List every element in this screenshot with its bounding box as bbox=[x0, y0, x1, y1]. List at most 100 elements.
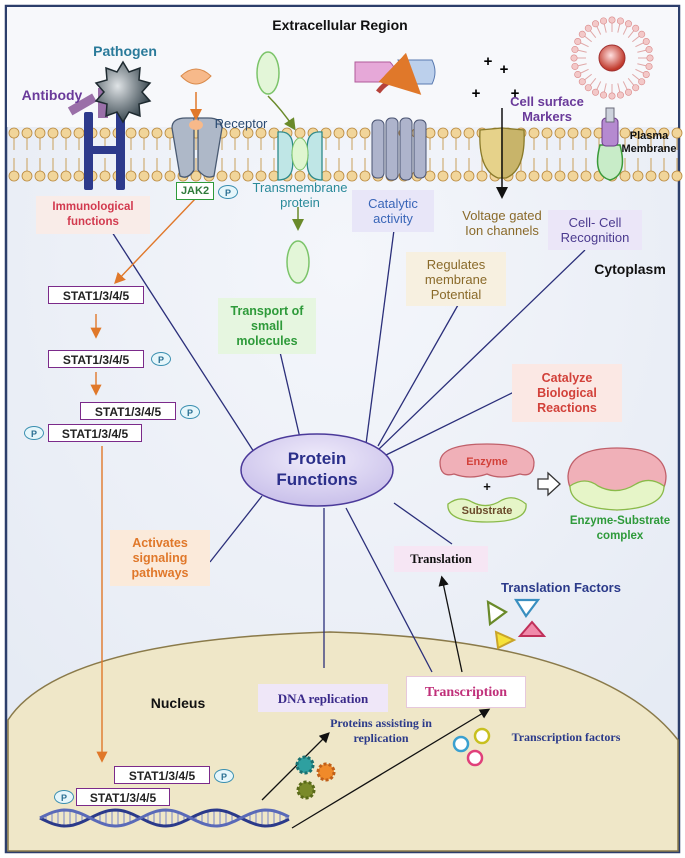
transport-line3: molecules bbox=[236, 333, 298, 348]
charge-plus-2: + bbox=[499, 61, 509, 78]
cell-surface-marker-icon bbox=[596, 107, 624, 181]
receptor-icon bbox=[171, 117, 223, 178]
plasma-line2: Membrane bbox=[621, 143, 677, 155]
center-line2: Functions bbox=[276, 470, 358, 489]
transport-line1: Transport of bbox=[230, 303, 304, 318]
activates-line1: Activates bbox=[132, 535, 188, 550]
translation-factors-label: Translation Factors bbox=[501, 580, 621, 595]
transport-molecule-icon bbox=[256, 51, 280, 95]
regulates-membrane-potential-box: Regulates membrane Potential bbox=[406, 252, 506, 306]
ligand-icon bbox=[180, 68, 212, 85]
complex-substrate-part bbox=[569, 479, 665, 511]
cell-cell-recognition-box: Cell- Cell Recognition bbox=[548, 210, 642, 250]
replication-protein-icons bbox=[295, 755, 336, 800]
cell-surface-line1: Cell surface bbox=[510, 94, 584, 109]
stat-phosphate-3a: P bbox=[180, 405, 200, 419]
immunological-line2: functions bbox=[67, 216, 119, 228]
catalyze-reactions-box: Catalyze Biological Reactions bbox=[512, 364, 622, 422]
antibody-receptor bbox=[84, 112, 125, 190]
dna-replication-box: DNA replication bbox=[258, 684, 388, 712]
plasma-line1: Plasma bbox=[629, 130, 669, 142]
catalytic-line2: activity bbox=[373, 211, 413, 226]
regulates-line2: membrane bbox=[424, 271, 488, 287]
ion-channels-label: Voltage gated Ion channels bbox=[448, 208, 556, 238]
complex-line1: Enzyme-Substrate bbox=[569, 515, 671, 527]
plasma-membrane-label: Plasma Membrane bbox=[620, 130, 678, 156]
transported-molecule-icon bbox=[286, 240, 310, 284]
stat-box-3a: STAT1/3/4/5 bbox=[80, 402, 176, 420]
ion-channel-icon bbox=[479, 127, 525, 179]
dna-replication-label: DNA replication bbox=[277, 690, 369, 706]
replication-line2: replication bbox=[353, 731, 409, 745]
catalytic-line1: Catalytic bbox=[368, 196, 418, 211]
jak2-label: JAK2 bbox=[180, 184, 210, 197]
jak-stat-arrows bbox=[90, 197, 197, 763]
activates-line3: pathways bbox=[131, 565, 189, 580]
transport-line2: small bbox=[251, 318, 283, 333]
immunological-line1: Immunological bbox=[52, 201, 134, 213]
protein-functions-node bbox=[240, 433, 394, 507]
catalyze-line2: Biological bbox=[537, 385, 597, 400]
substrate-label: Substrate bbox=[461, 505, 513, 517]
transcription-factor-icons bbox=[452, 727, 491, 767]
transport-box: Transport of small molecules bbox=[218, 298, 316, 354]
replication-proteins-label: Proteins assisting in replication bbox=[316, 716, 446, 746]
transmembrane-line1: Transmembrane bbox=[252, 180, 348, 195]
stat-box-2: STAT1/3/4/5 bbox=[48, 350, 144, 368]
stat-box-1: STAT1/3/4/5 bbox=[48, 286, 144, 304]
center-line1: Protein bbox=[287, 449, 347, 468]
transmembrane-label: Transmembrane protein bbox=[240, 180, 360, 210]
transmembrane-channel-icon bbox=[277, 131, 323, 181]
catalytic-activity-box: Catalytic activity bbox=[352, 190, 434, 232]
ion-line2: Ion channels bbox=[465, 223, 539, 238]
enzyme-substrate-complex-label: Enzyme-Substrate complex bbox=[560, 514, 680, 544]
regulates-line1: Regulates bbox=[426, 256, 486, 272]
stat-box-nuclear-1: STAT1/3/4/5 bbox=[114, 766, 210, 784]
catalyze-line1: Catalyze bbox=[541, 370, 593, 385]
regulates-line3: Potential bbox=[430, 286, 482, 302]
cell-surface-markers-label: Cell surface Markers bbox=[502, 94, 592, 124]
enzyme-icon bbox=[439, 443, 535, 478]
transmembrane-line2: protein bbox=[280, 195, 320, 210]
complex-line2: complex bbox=[596, 530, 644, 542]
catalytic-protein-icon bbox=[371, 117, 427, 181]
protein-functions-label: Protein Functions bbox=[250, 448, 384, 490]
function-connectors bbox=[111, 229, 586, 673]
cytoplasm-label: Cytoplasm bbox=[594, 261, 666, 277]
activates-line2: signaling bbox=[132, 550, 188, 565]
stat-box-nuclear-2: STAT1/3/4/5 bbox=[76, 788, 170, 806]
catalyze-line3: Reactions bbox=[537, 400, 597, 415]
transcription-box: Transcription bbox=[406, 676, 526, 708]
cell-cell-line1: Cell- Cell bbox=[568, 215, 622, 230]
activates-signaling-box: Activates signaling pathways bbox=[110, 530, 210, 586]
enzyme-plus-label: + bbox=[483, 479, 491, 494]
pathogen-icon bbox=[94, 60, 152, 124]
dna-helix-icon bbox=[39, 808, 290, 828]
cell-surface-line2: Markers bbox=[522, 109, 572, 124]
lipoprotein-icon bbox=[570, 16, 654, 100]
translation-box: Translation bbox=[394, 546, 488, 572]
charge-plus-1: + bbox=[483, 53, 493, 70]
stat-phosphate-nuclear-1: P bbox=[214, 769, 234, 783]
nucleus-label: Nucleus bbox=[150, 695, 206, 711]
jak2-phosphate: P bbox=[218, 185, 238, 199]
charge-plus-3: + bbox=[471, 85, 481, 102]
pathogen-label: Pathogen bbox=[93, 43, 157, 59]
transcription-factors-label: Transcription factors bbox=[511, 730, 621, 744]
substrate-shape-icon bbox=[354, 61, 396, 83]
charge-plus-4: + bbox=[510, 85, 520, 102]
enzyme-label: Enzyme bbox=[466, 456, 508, 468]
ion-line1: Voltage gated bbox=[462, 208, 542, 223]
translation-label: Translation bbox=[410, 551, 472, 566]
substrate-icon bbox=[447, 497, 527, 523]
replication-line1: Proteins assisting in bbox=[330, 716, 432, 730]
stat-phosphate-3b: P bbox=[24, 426, 44, 440]
translation-factor-icons bbox=[486, 598, 547, 650]
stat-box-3b: STAT1/3/4/5 bbox=[48, 424, 142, 442]
extracellular-region-label: Extracellular Region bbox=[272, 17, 408, 33]
reaction-arrow-icon bbox=[537, 471, 561, 497]
jak2-box: JAK2 bbox=[176, 182, 214, 200]
immunological-functions-box: Immunological functions bbox=[36, 196, 150, 234]
antibody-label: Antibody bbox=[21, 87, 83, 103]
stat-phosphate-2: P bbox=[151, 352, 171, 366]
